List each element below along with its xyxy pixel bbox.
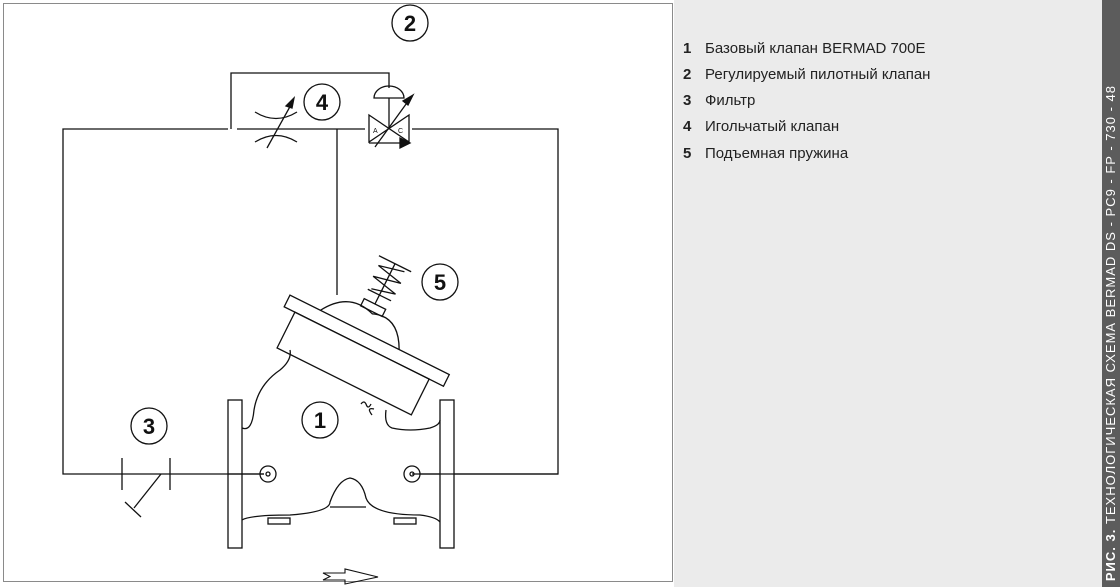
svg-text:4: 4 bbox=[316, 90, 329, 115]
callout-1: 1 bbox=[301, 401, 339, 439]
caption-text: ТЕХНОЛОГИЧЕСКАЯ СХЕМА BERMAD DS - PC9 - … bbox=[1103, 84, 1118, 529]
callout-3: 3 bbox=[130, 407, 168, 445]
legend-number: 5 bbox=[683, 145, 692, 162]
main-valve bbox=[227, 255, 558, 585]
figure-caption: РИС. 3. ТЕХНОЛОГИЧЕСКАЯ СХЕМА BERMAD DS … bbox=[1102, 85, 1120, 581]
legend-panel: 1 Базовый клапан BERMAD 700E 2 Регулируемы… bbox=[674, 0, 1102, 587]
legend-number: 3 bbox=[683, 92, 692, 109]
legend-item: 1 Базовый клапан BERMAD 700E bbox=[683, 40, 925, 57]
legend-text: Игольчатый клапан bbox=[705, 118, 840, 135]
callout-4: 4 bbox=[303, 83, 341, 121]
legend-item: 3 Фильтр bbox=[683, 92, 755, 109]
svg-text:1: 1 bbox=[314, 408, 326, 433]
port-label-a: A bbox=[373, 128, 378, 135]
pilot-valve-symbol: A C bbox=[368, 85, 415, 150]
legend-text: Регулируемый пилотный клапан bbox=[705, 66, 931, 83]
caption-strip: РИС. 3. ТЕХНОЛОГИЧЕСКАЯ СХЕМА BERMAD DS … bbox=[1102, 0, 1120, 587]
caption-prefix: РИС. 3. bbox=[1103, 528, 1118, 581]
filter-symbol bbox=[121, 458, 171, 518]
legend-number: 1 bbox=[683, 40, 692, 57]
legend-text: Базовый клапан BERMAD 700E bbox=[705, 40, 926, 57]
needle-valve-symbol bbox=[254, 96, 298, 149]
legend-number: 2 bbox=[683, 66, 692, 83]
legend-text: Подъемная пружина bbox=[705, 145, 849, 162]
port-label-c: C bbox=[398, 128, 403, 135]
legend-text: Фильтр bbox=[705, 92, 756, 109]
legend-number: 4 bbox=[683, 118, 692, 135]
svg-text:2: 2 bbox=[404, 11, 416, 36]
legend-item: 5 Подъемная пружина bbox=[683, 145, 848, 162]
svg-text:3: 3 bbox=[143, 414, 155, 439]
flow-arrow bbox=[322, 568, 379, 585]
svg-text:5: 5 bbox=[434, 270, 446, 295]
diagram-frame bbox=[3, 3, 673, 582]
legend-item: 4 Игольчатый клапан bbox=[683, 118, 839, 135]
callout-5: 5 bbox=[421, 263, 459, 301]
control-tubing bbox=[62, 72, 559, 475]
legend-item: 2 Регулируемый пилотный клапан bbox=[683, 66, 930, 83]
callout-2: 2 bbox=[391, 4, 429, 42]
hydraulic-schematic: A C 1 2 3 bbox=[62, 4, 559, 585]
